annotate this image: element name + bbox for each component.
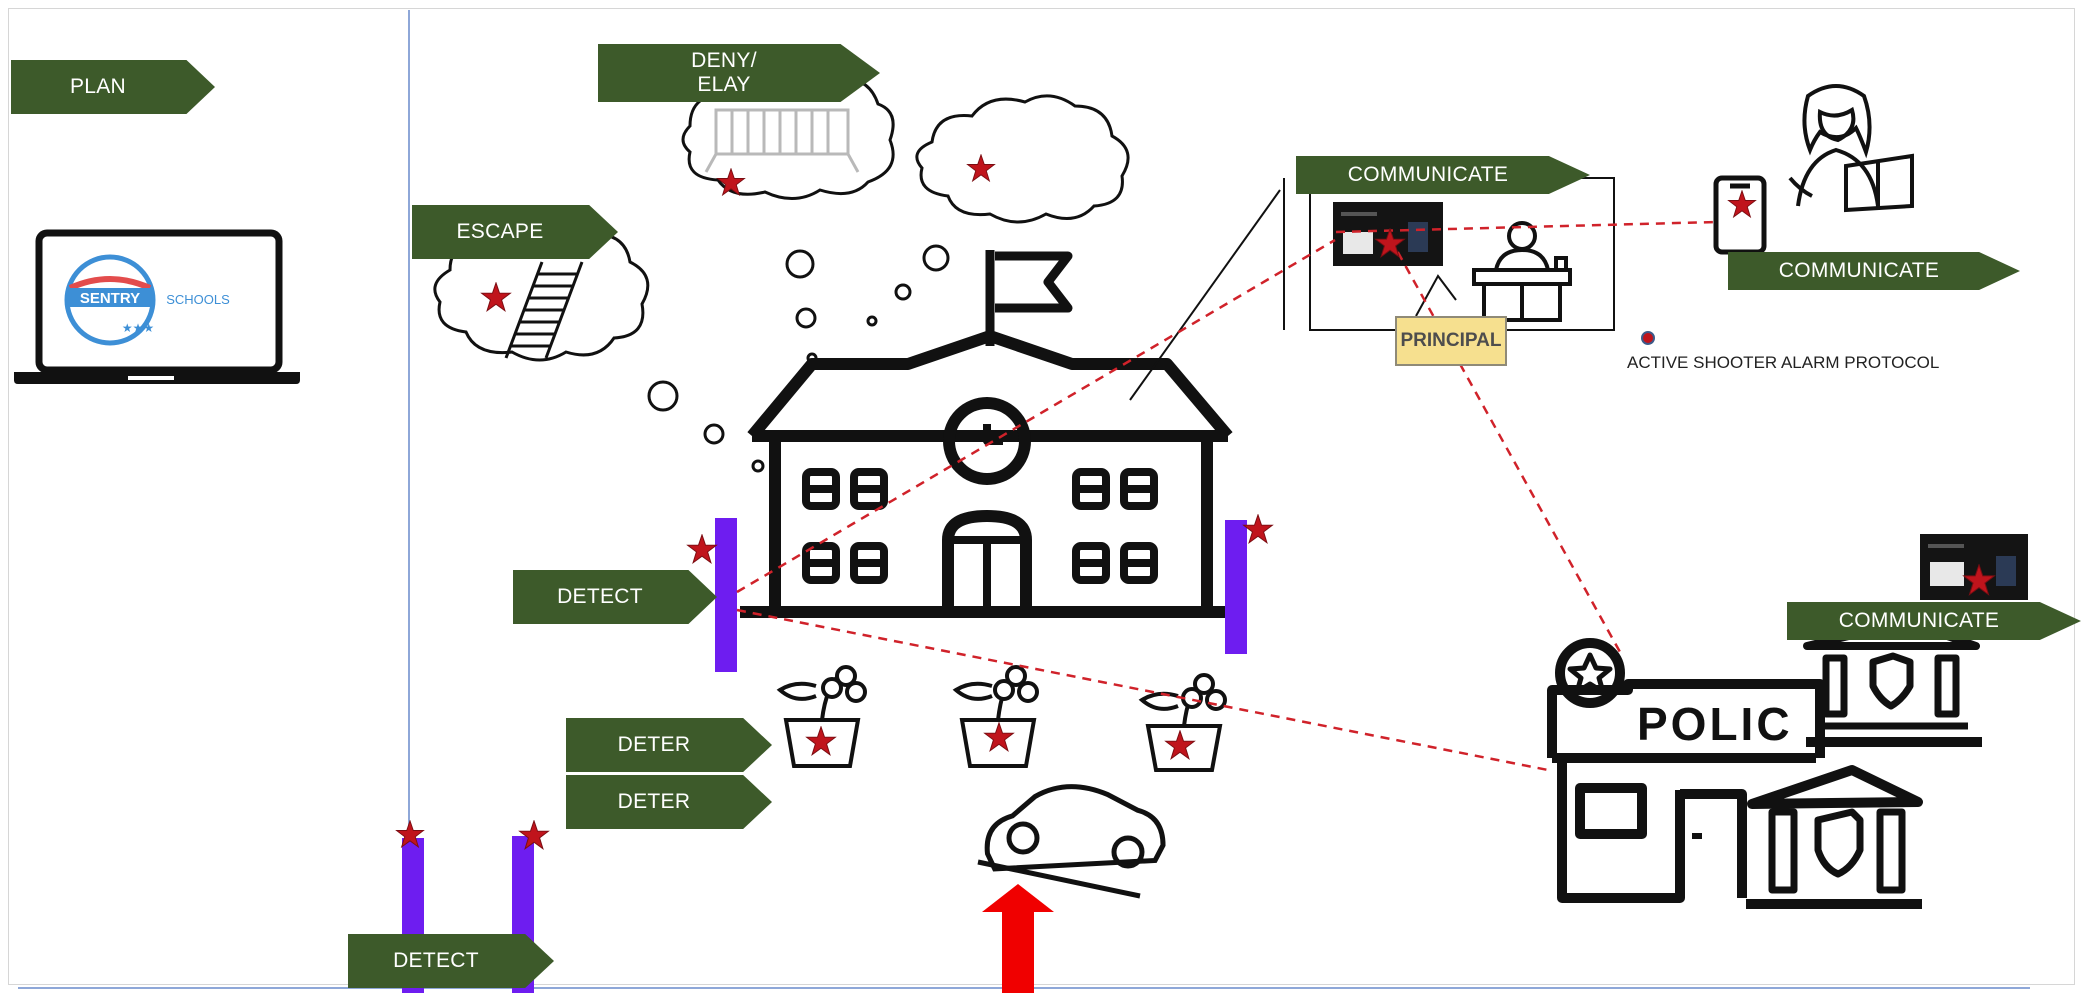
escape-label: ESCAPE xyxy=(456,220,544,243)
up-arrow-icon xyxy=(982,884,1054,993)
plan-label: PLAN xyxy=(69,75,127,98)
communicate-principal-tag: COMMUNICATE xyxy=(1296,156,1590,194)
post-building-left xyxy=(715,518,737,672)
principal-desk-icon xyxy=(1472,221,1572,322)
communicate-principal-label: COMMUNICATE xyxy=(1347,163,1509,186)
car-icon xyxy=(977,784,1166,899)
communicate-police-label: COMMUNICATE xyxy=(1838,609,2000,632)
barricade-icon xyxy=(704,108,860,173)
detect-building-label: DETECT xyxy=(557,585,643,608)
police-station-icon xyxy=(1547,618,1982,909)
detect-building-tag: DETECT xyxy=(513,570,717,624)
escape-tag: ESCAPE xyxy=(412,205,618,259)
deny-delay-tag: DENY/ ELAY xyxy=(598,44,880,102)
dashed-lines xyxy=(736,220,1717,772)
camera-monitor-icon xyxy=(1333,202,1443,266)
deter-tag-2: DETER xyxy=(566,775,772,829)
deny-label-line1: DENY/ xyxy=(691,49,757,72)
laptop-icon: SENTRY ★★★ SCHOOLS xyxy=(14,229,300,384)
deter-label-1: DETER xyxy=(617,733,691,756)
plan-tag: PLAN xyxy=(11,60,215,114)
principal-sign-label: PRINCIPAL xyxy=(1400,330,1502,351)
detect-gate-label: DETECT xyxy=(393,949,479,972)
diagram-frame xyxy=(8,8,2075,985)
school-windows xyxy=(802,468,1158,584)
deter-tag-1: DETER xyxy=(566,718,772,772)
communicate-teacher-label: COMMUNICATE xyxy=(1778,259,1940,282)
communicate-police-tag: COMMUNICATE xyxy=(1787,602,2081,640)
police-sign-text: POLIC xyxy=(1637,698,1793,750)
communicate-teacher-tag: COMMUNICATE xyxy=(1728,252,2020,290)
post-building-right xyxy=(1225,520,1247,654)
deter-label-2: DETER xyxy=(617,790,691,813)
ladder-icon xyxy=(504,261,584,359)
school-building-icon xyxy=(740,250,1240,618)
flower-pot-icon xyxy=(776,665,1227,772)
teacher-icon xyxy=(1788,84,1914,213)
deny-label-line2: ELAY xyxy=(697,73,751,96)
principal-sign: PRINCIPAL xyxy=(1395,316,1507,366)
alarm-protocol-label: ACTIVE SHOOTER ALARM PROTOCOL xyxy=(1627,353,1940,372)
logo-sub-text: SCHOOLS xyxy=(166,292,230,307)
smartphone-icon xyxy=(1713,175,1767,255)
alarm-dot-icon xyxy=(1641,331,1655,345)
detect-gate-tag: DETECT xyxy=(348,934,554,988)
logo-brand-text: SENTRY xyxy=(80,290,140,307)
svg-text:★★★: ★★★ xyxy=(122,321,154,335)
